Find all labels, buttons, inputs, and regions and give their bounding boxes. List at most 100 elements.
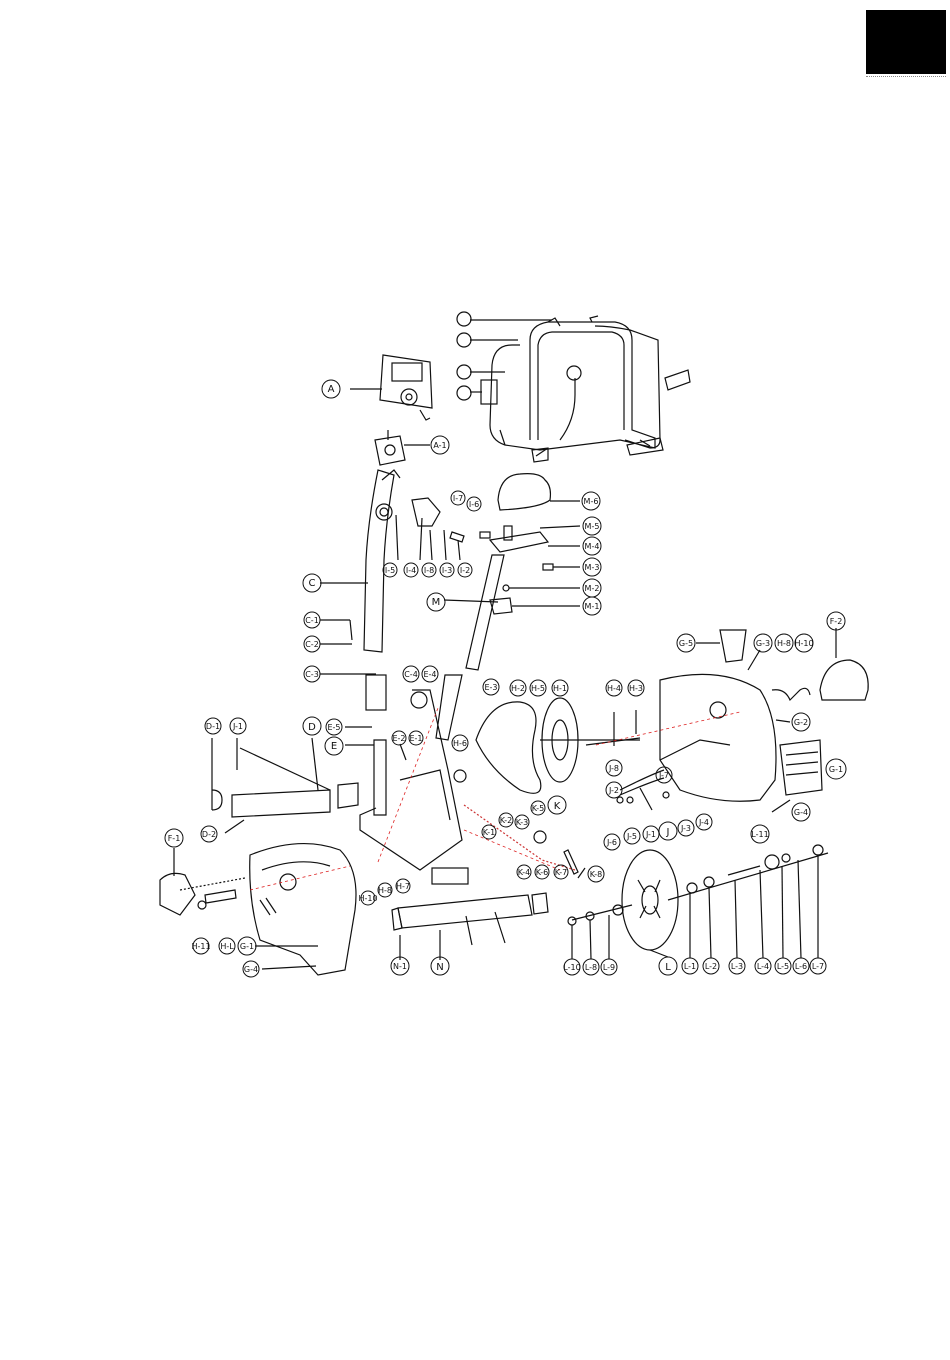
- callout-D-1: D-1: [206, 722, 220, 731]
- flywheel: [571, 849, 829, 951]
- callout-M-5: M-5: [585, 522, 600, 531]
- callout-L-10: L-10: [563, 963, 580, 972]
- callout-M-4: M-4: [585, 542, 600, 551]
- callout-G-4: G-4: [244, 965, 258, 974]
- front-stabilizer: [211, 737, 359, 834]
- callout-C-1: C-1: [305, 616, 319, 625]
- callout-L-11: L-11: [751, 830, 768, 839]
- callout-E-5: E-5: [327, 723, 340, 732]
- callout-G-1-left: G-1: [240, 942, 254, 951]
- callout-K-4: K-4: [518, 868, 530, 877]
- callout-M-2: M-2: [585, 584, 600, 593]
- console-bracket: [374, 430, 430, 466]
- console-monitor: [350, 354, 433, 421]
- callout-L-4: L-4: [757, 962, 769, 971]
- callout-H-3: H-3: [629, 684, 643, 693]
- callout-K-8: K-8: [590, 870, 602, 879]
- callout-J-1: J-1: [645, 830, 656, 839]
- callout-K-2: K-2: [500, 816, 512, 825]
- callout-F-2: F-2: [830, 617, 843, 626]
- callout-J-7: J-7: [658, 771, 669, 780]
- callout-I-3: I-3: [442, 566, 452, 575]
- callout-A: A: [328, 384, 335, 395]
- callout-C: C: [309, 578, 316, 589]
- callout-D: D: [308, 722, 316, 733]
- pulley-wheel: [453, 697, 641, 783]
- tension-knob-assembly: [395, 497, 465, 561]
- callout-I-4: I-4: [406, 566, 416, 575]
- callout-K-7: K-7: [555, 868, 567, 877]
- callout-H-2: H-2: [511, 684, 525, 693]
- callout-L-5: L-5: [777, 962, 789, 971]
- callout-E-4: E-4: [423, 670, 436, 679]
- callout-K-1: K-1: [483, 828, 495, 837]
- callout-E-1: E-1: [409, 734, 422, 743]
- seat-slider: [479, 525, 581, 592]
- callout-L: L: [665, 962, 671, 973]
- right-pedal: [819, 628, 869, 701]
- seat-saddle: [497, 473, 580, 511]
- callout-N-1: N-1: [393, 962, 407, 971]
- callout-H-8: H-8: [777, 639, 791, 648]
- callout-H-10: H-10: [794, 639, 813, 648]
- callout-A-1: A-1: [433, 441, 446, 450]
- callout-J-6: J-6: [606, 838, 617, 847]
- callout-circles: [164, 379, 847, 978]
- callout-H-5: H-5: [531, 684, 545, 693]
- callout-C-4: C-4: [404, 670, 418, 679]
- callout-G-1: G-1: [829, 765, 843, 774]
- callout-I-8: I-8: [424, 566, 434, 575]
- handlebar-assembly: [470, 315, 691, 463]
- callout-H-6: H-6: [453, 739, 467, 748]
- callout-K-3: K-3: [516, 818, 528, 827]
- page-tab-underline: [866, 74, 946, 77]
- main-frame: [345, 674, 469, 885]
- callout-H-4: H-4: [607, 684, 621, 693]
- page-number-tab: [866, 10, 946, 74]
- callout-H-10-left: H-10: [358, 894, 377, 903]
- callout-F-1: F-1: [168, 834, 181, 843]
- callout-M-3: M-3: [585, 563, 600, 572]
- callout-C-2: C-2: [305, 640, 319, 649]
- drive-belt: [475, 701, 542, 794]
- magnet-bracket: [463, 804, 586, 879]
- callout-G-5: G-5: [679, 639, 693, 648]
- callout-I-7: I-7: [453, 494, 463, 503]
- callout-I-5: I-5: [385, 566, 395, 575]
- callout-J-3: J-3: [680, 824, 691, 833]
- callout-E-3: E-3: [484, 683, 497, 692]
- callout-M-6: M-6: [584, 497, 599, 506]
- handlebar-callouts: [456, 311, 582, 401]
- side-grille: [771, 739, 823, 813]
- callout-L-7: L-7: [812, 962, 824, 971]
- upright-post: [320, 469, 401, 711]
- callout-L-8: L-8: [585, 963, 597, 972]
- callout-L-3: L-3: [731, 962, 743, 971]
- callout-J-4: J-4: [698, 818, 709, 827]
- callout-G-2: G-2: [794, 718, 808, 727]
- callout-D-2: D-2: [202, 830, 216, 839]
- callout-K-6: K-6: [536, 868, 548, 877]
- callout-J-8: J-8: [608, 764, 619, 773]
- crank-axle-parts: [567, 844, 824, 960]
- callout-C-3: C-3: [305, 670, 319, 679]
- left-cover: [249, 843, 357, 976]
- callout-I-2: I-2: [460, 566, 470, 575]
- callout-M-1: M-1: [585, 602, 600, 611]
- callout-K: K: [554, 801, 561, 812]
- callout-E: E: [331, 741, 337, 752]
- callout-K-5: K-5: [532, 804, 544, 813]
- callout-M: M: [432, 597, 441, 608]
- assembly-guide-lines: [249, 707, 741, 891]
- callout-G-4-right: G-4: [794, 808, 808, 817]
- callout-H-7: H-7: [396, 882, 410, 891]
- seat-post: [443, 554, 580, 671]
- callout-J-2: J-2: [608, 786, 619, 795]
- callout-L-1: L-1: [684, 962, 696, 971]
- left-pedal: [159, 848, 246, 916]
- callout-J-1-top: J-1: [232, 722, 243, 731]
- callout-I-6: I-6: [469, 500, 479, 509]
- rear-stabilizer: [391, 892, 549, 960]
- callout-H-L: H-L: [220, 942, 234, 951]
